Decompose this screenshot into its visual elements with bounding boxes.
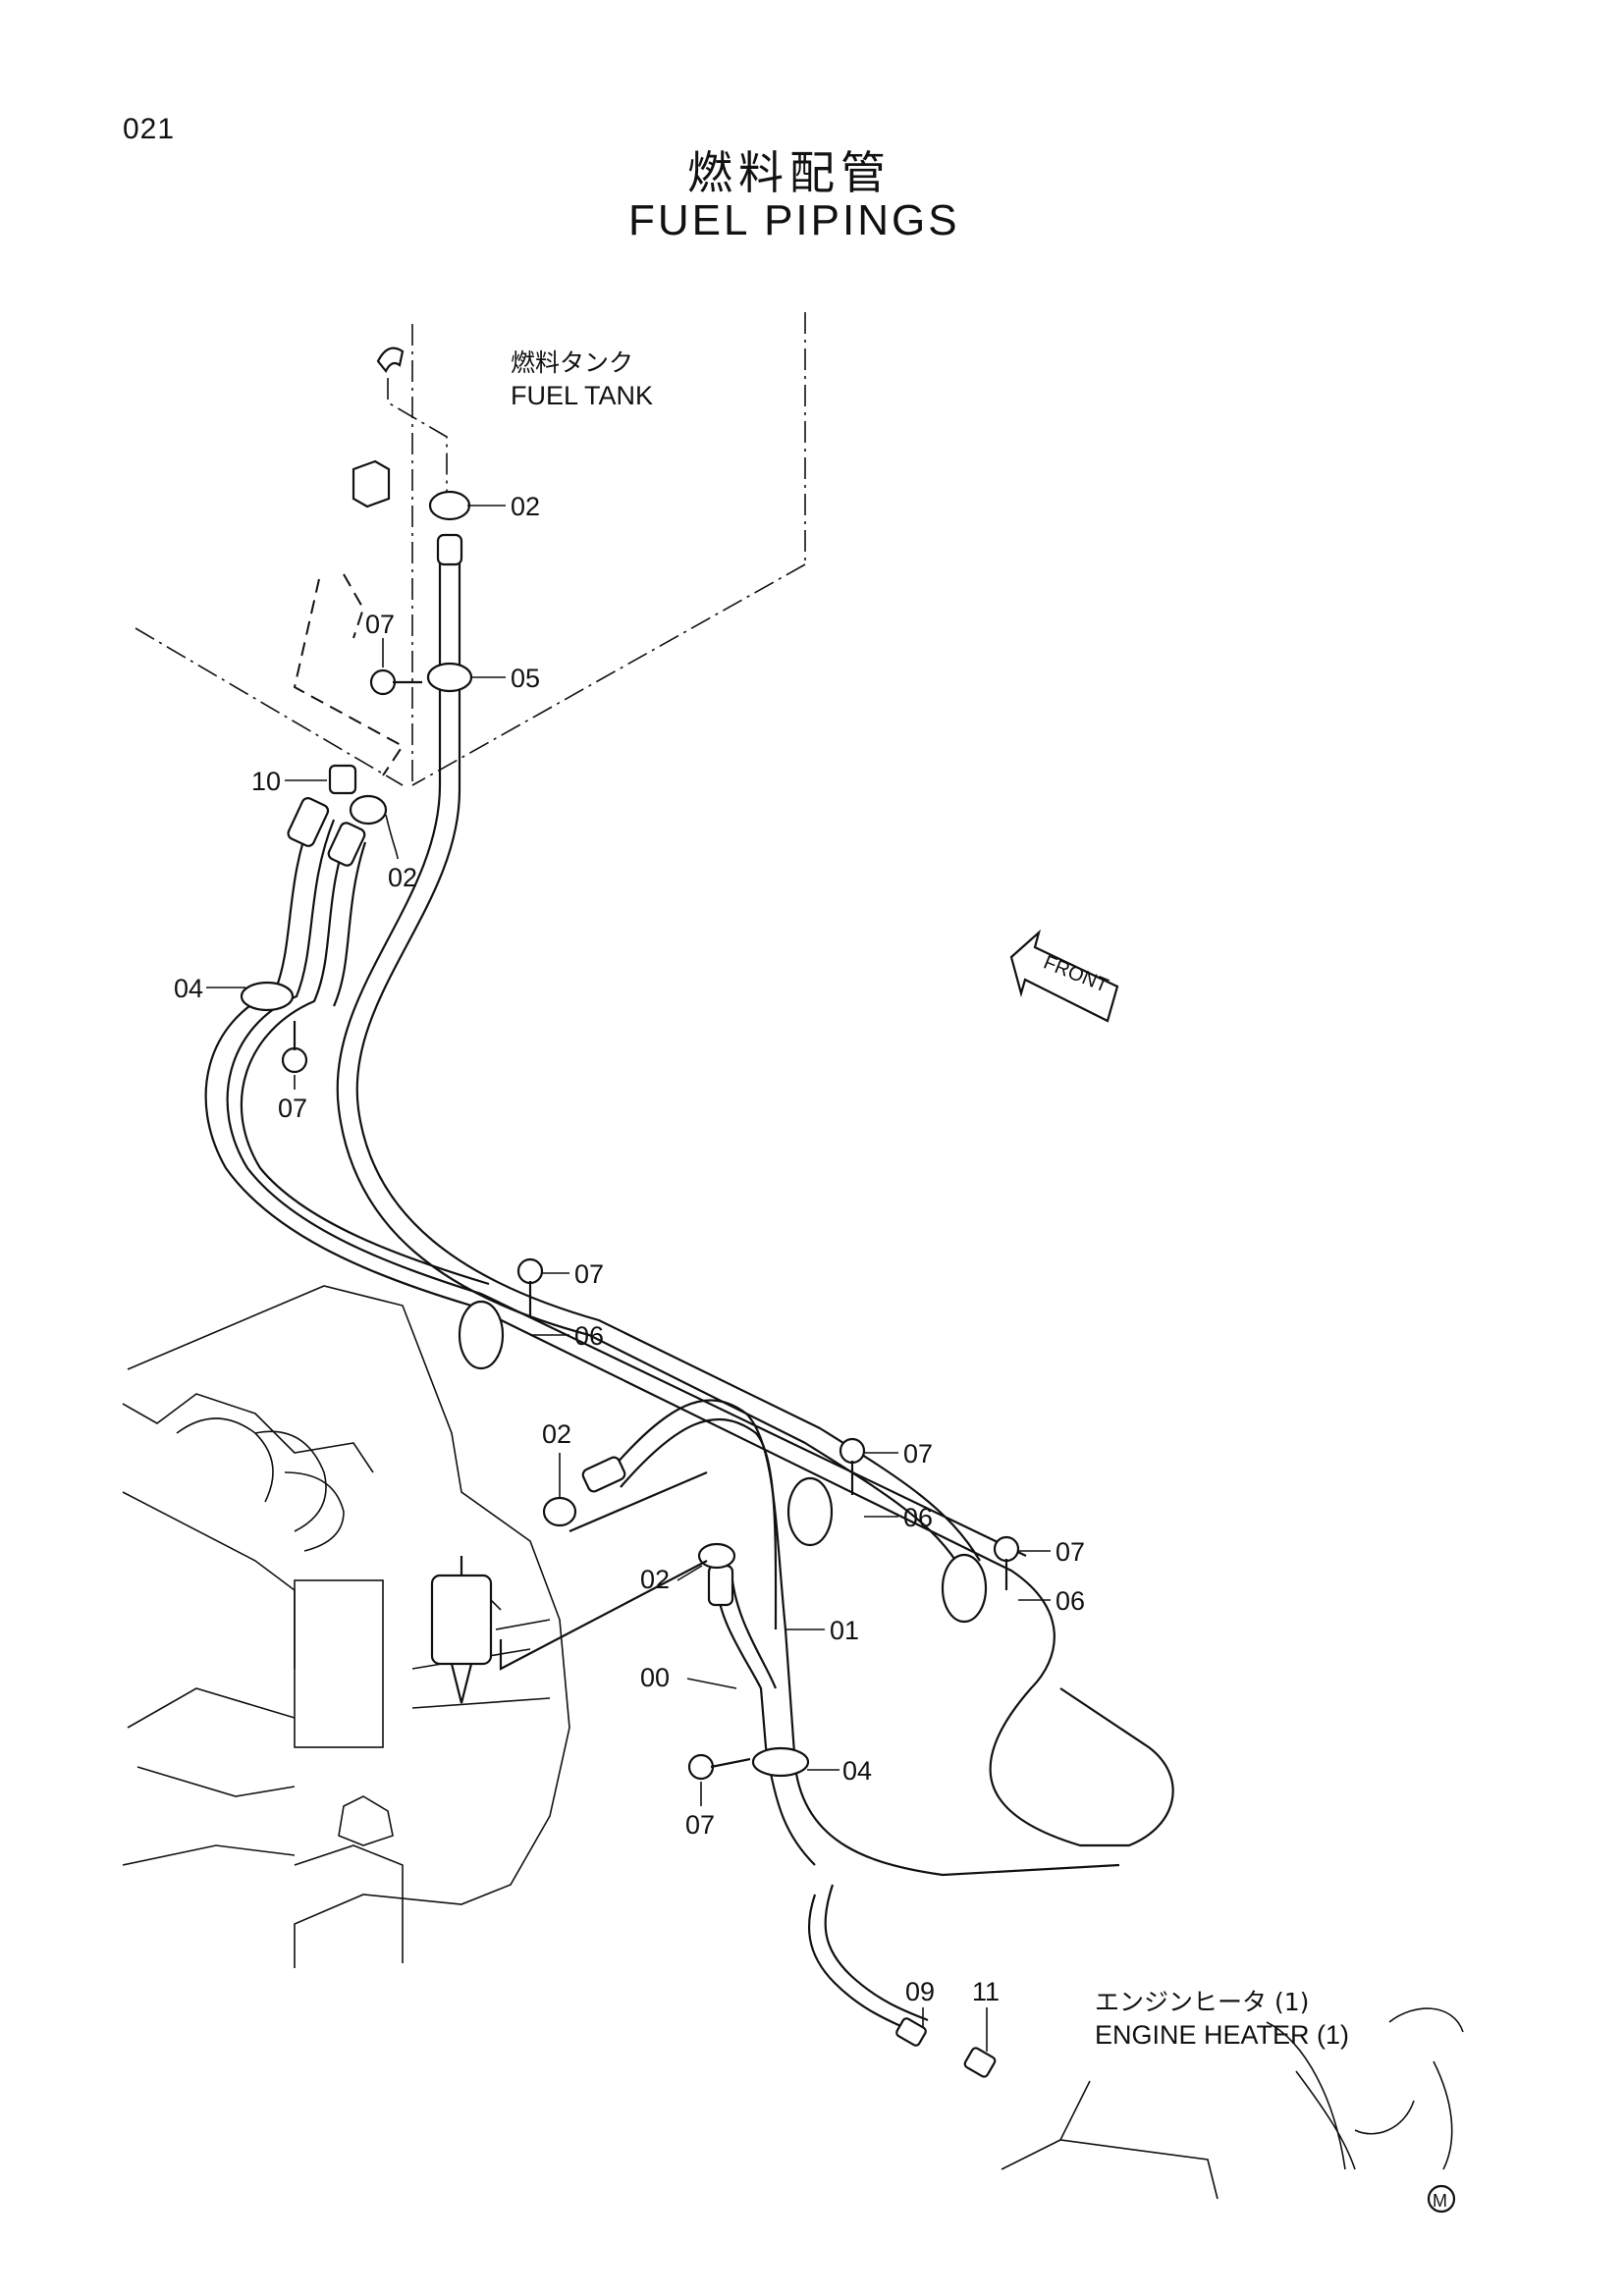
- callout-07-clamp-bolt: 07: [278, 1094, 307, 1123]
- hose-clamp-02: [349, 490, 736, 1570]
- marker-m-icon: M: [1427, 2184, 1456, 2214]
- callout-05-clamp: 05: [511, 664, 540, 693]
- callout-07-bolt-3: 07: [1056, 1537, 1085, 1567]
- callout-10-connector: 10: [251, 767, 281, 796]
- callout-02-connector-clamp: 02: [388, 863, 417, 892]
- tank-small-parts: [293, 347, 405, 776]
- marker-m-letter: M: [1433, 2191, 1447, 2211]
- callout-07-bolt-1: 07: [574, 1259, 604, 1289]
- front-label: FRONT: [1041, 951, 1111, 996]
- callout-02-tank-clamp: 02: [511, 492, 540, 521]
- callout-04-clamp: 04: [174, 974, 203, 1003]
- fuel-tank-label: FUEL TANK: [511, 381, 653, 410]
- page-number: 021: [123, 113, 176, 145]
- page-title: FUEL PIPINGS: [628, 196, 960, 244]
- callout-06-clamp-1: 06: [574, 1321, 604, 1351]
- callout-06-clamp-3: 06: [1056, 1586, 1085, 1616]
- fuel-tank-outline: [135, 312, 806, 786]
- callout-07-lower-bolt: 07: [685, 1810, 715, 1840]
- callout-11-fitting: 11: [972, 1977, 1000, 2006]
- engine-heater-outline: [895, 2007, 1464, 2200]
- callout-07-tank-bolt: 07: [365, 610, 395, 639]
- callout-02-filter-clamp: 02: [542, 1419, 571, 1449]
- callout-09-hose: 09: [905, 1977, 935, 2006]
- page-title-japanese: 燃料配管: [687, 146, 892, 199]
- callout-numbers: 02 07 05 10 02 04 07 07 06 02 07 06 07 0…: [174, 492, 1085, 2006]
- callout-07-bolt-2: 07: [903, 1439, 933, 1468]
- fuel-hose-main: [336, 533, 981, 1572]
- engine-heater-label-japanese: エンジンヒータ (1): [1095, 1988, 1309, 2016]
- engine-block: [122, 1285, 708, 1968]
- fuel-tank-label-japanese: 燃料タンク: [511, 348, 633, 377]
- connector-10: [328, 764, 357, 795]
- engine-heater-label: ENGINE HEATER (1): [1095, 2020, 1349, 2050]
- fuel-hose-pair: [204, 797, 1174, 1847]
- front-arrow-icon: [1009, 929, 1119, 1023]
- callout-06-clamp-2: 06: [903, 1503, 933, 1532]
- clamp-04: [240, 981, 810, 1778]
- clamp-05: [426, 662, 473, 693]
- callout-01-hose: 01: [830, 1616, 859, 1645]
- callout-leaders: [206, 505, 1051, 2052]
- callout-02-branch-clamp: 02: [640, 1565, 670, 1594]
- clamp-06: [458, 1300, 988, 1624]
- fuel-hose-branch: [581, 1399, 1120, 2033]
- callout-00-hose: 00: [640, 1663, 670, 1692]
- callout-04-lower-clamp: 04: [842, 1756, 872, 1786]
- bolts-07: [281, 668, 1020, 1781]
